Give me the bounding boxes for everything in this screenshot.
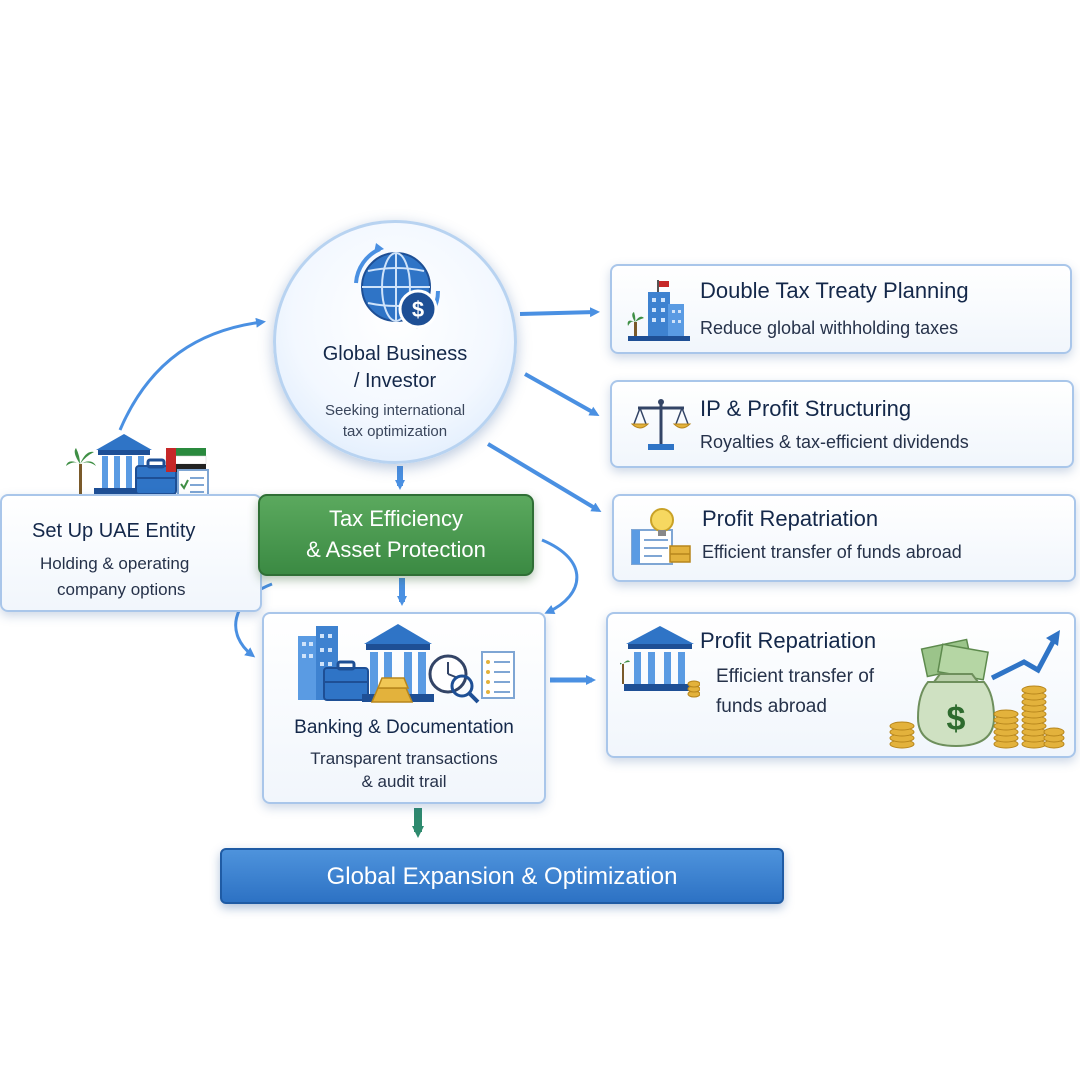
banknotes-icon — [920, 638, 989, 681]
profit-repatriation-card: Profit Repatriation Efficient transfer o… — [612, 494, 1076, 582]
scales-icon — [630, 399, 692, 450]
center-title-line2: / Investor — [353, 370, 437, 392]
banking-desc-line1: Transparent transactions — [310, 749, 498, 768]
double-tax-treaty-card: Double Tax Treaty Planning Reduce global… — [610, 264, 1072, 354]
setup-title: Set Up UAE Entity — [32, 520, 196, 542]
globe-dollar-icon: $ — [354, 243, 441, 329]
office-towers-icon — [298, 626, 338, 700]
setup-desc-line1: Holding & operating — [40, 554, 190, 573]
banking-desc-line2: & audit trail — [361, 772, 447, 791]
card3-desc: Efficient transfer of funds abroad — [702, 542, 962, 562]
global-expansion-label: Global Expansion & Optimization — [326, 863, 678, 890]
arrow-center-to-card3 — [486, 442, 602, 513]
card4-desc-line2: funds abroad — [716, 696, 827, 717]
arrow-green-to-banking-curve — [541, 538, 579, 615]
clock-icon — [428, 654, 468, 694]
palm-tree-icon — [66, 448, 96, 494]
banking-title: Banking & Documentation — [294, 717, 514, 738]
bank-building-icon — [620, 626, 700, 698]
setup-desc-line2: company options — [57, 580, 186, 599]
card1-title: Double Tax Treaty Planning — [700, 278, 969, 303]
profit-repatriation-card-2: Profit Repatriation Efficient transfer o… — [606, 612, 1076, 758]
tax-efficiency-box: Tax Efficiency & Asset Protection — [258, 494, 534, 576]
tax-efficiency-line1: Tax Efficiency — [328, 506, 464, 531]
center-title-line1: Global Business — [322, 343, 468, 365]
magnifier-icon — [450, 674, 480, 704]
center-desc-line1: Seeking international — [324, 402, 466, 419]
money-bag-coins-icon: $ — [889, 630, 1065, 749]
tax-efficiency-line2: & Asset Protection — [306, 537, 486, 562]
card2-desc: Royalties & tax-efficient dividends — [700, 432, 969, 452]
lightbulb-document-icon — [631, 508, 691, 565]
card3-title: Profit Repatriation — [702, 506, 879, 531]
center-desc-line2: tax optimization — [342, 423, 448, 440]
setup-icons — [66, 434, 209, 497]
skyscraper-flag-icon — [627, 280, 690, 341]
arrow-center-to-card2 — [524, 372, 600, 416]
card2-title: IP & Profit Structuring — [700, 396, 912, 421]
briefcase-icon — [323, 660, 369, 701]
svg-text:$: $ — [412, 297, 424, 322]
arrow-setup-to-center — [118, 317, 266, 431]
banking-documentation-card: Banking & Documentation Transparent tran… — [262, 612, 546, 804]
banking-icons — [298, 624, 515, 704]
setup-uae-entity-card: Set Up UAE Entity Holding & operating co… — [0, 494, 262, 612]
uae-flag-icon — [165, 448, 207, 472]
global-business-node: $ Global Business / Investor Seeking int… — [273, 220, 517, 464]
checklist-icon — [481, 651, 515, 699]
global-expansion-bar: Global Expansion & Optimization — [220, 848, 784, 904]
card1-desc: Reduce global withholding taxes — [700, 318, 959, 338]
arrow-center-to-card1 — [519, 307, 600, 318]
card4-desc-line1: Efficient transfer of — [716, 666, 875, 687]
gold-bars-icon — [370, 677, 414, 703]
briefcase-icon — [135, 458, 177, 495]
svg-text:$: $ — [947, 700, 966, 738]
checklist-icon — [177, 469, 209, 497]
card4-title: Profit Repatriation — [700, 628, 877, 653]
ip-profit-structuring-card: IP & Profit Structuring Royalties & tax-… — [610, 380, 1074, 468]
